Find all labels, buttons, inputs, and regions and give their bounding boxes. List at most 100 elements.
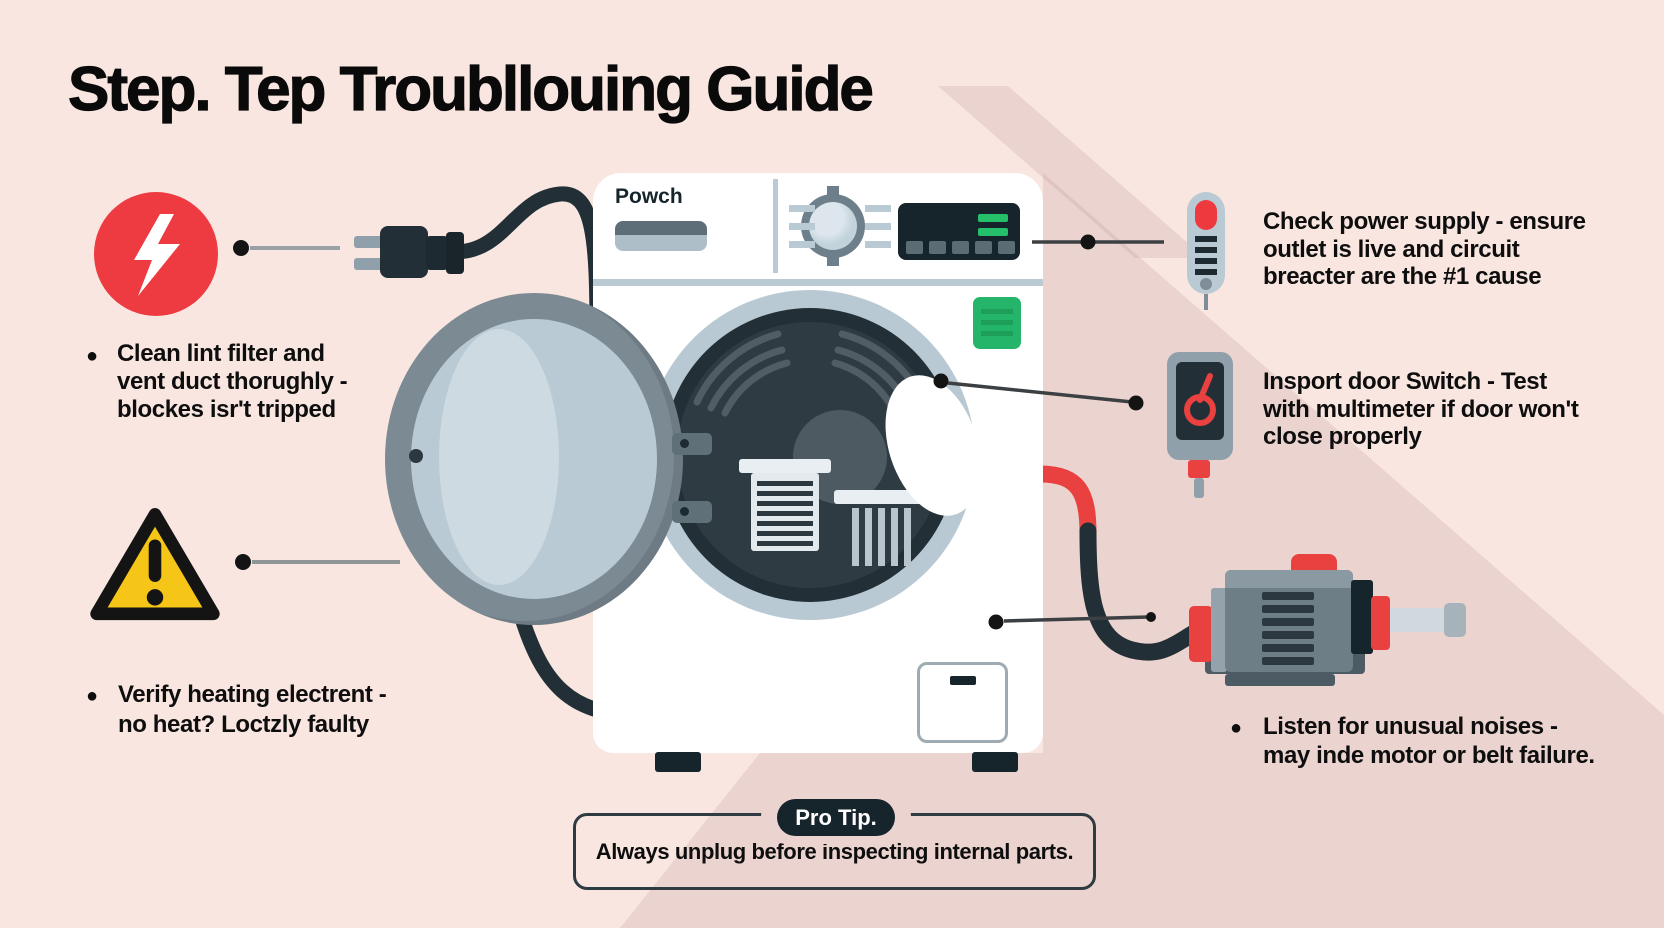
plug-prong-bottom [354, 258, 384, 270]
display-button [952, 241, 969, 254]
knob-dash [789, 241, 815, 248]
motor-coupler-red [1189, 606, 1213, 662]
thermometer-bulb [1200, 278, 1212, 290]
control-display [898, 203, 1020, 260]
filter-stripe [757, 481, 813, 486]
text-line: with multimeter if door won't [1263, 395, 1579, 423]
filter-stripe [757, 541, 813, 546]
filter-slat [865, 508, 872, 566]
thermometer-dash [1195, 258, 1217, 264]
step-text-power-supply: Check power supply - ensure outlet is li… [1263, 208, 1586, 291]
filter-slat [852, 508, 859, 566]
text-line: vent duct thorughly - [117, 368, 348, 395]
text-line: Listen for unusual noises - [1263, 713, 1558, 740]
thermometer-dash [1195, 247, 1217, 253]
motor-shaft-ring [1371, 596, 1390, 650]
sticker-line [981, 309, 1013, 314]
text-line: breacter are the #1 cause [1263, 263, 1542, 290]
plug-ridge [446, 232, 464, 274]
door-glass-highlight [439, 329, 559, 585]
filter-slat [904, 508, 911, 566]
thermometer-icon [1187, 192, 1225, 294]
filter-slat [891, 508, 898, 566]
filter-stripe [757, 531, 813, 536]
step-text-door-switch: Insport door Switch - Test with multimet… [1263, 368, 1579, 451]
motor-front-plate [1211, 588, 1227, 672]
filter-access-drawer [917, 662, 1008, 743]
display-button [975, 241, 992, 254]
thermometer-stem [1204, 294, 1208, 310]
hinge-pin [680, 439, 689, 448]
door-hinge-bottom [672, 501, 712, 523]
lint-filter-cap [739, 459, 831, 473]
hinge-pin [680, 507, 689, 516]
motor-fin [1262, 592, 1314, 600]
bullet-dot: ● [86, 685, 99, 707]
plug-prong-top [354, 236, 384, 248]
filter-stripe [757, 491, 813, 496]
door-hinge-top [672, 433, 712, 455]
plug-body [380, 226, 428, 278]
door-latch-dot [409, 449, 423, 463]
step-text-heating-element: Verify heating electrent - no heat? Loct… [118, 680, 387, 740]
text-line: Clean lint filter and [117, 340, 325, 367]
motor-end-block [1351, 580, 1373, 654]
washer-door-glass [411, 319, 657, 599]
page-title: Step. Tep Troubllouing Guide [67, 54, 874, 124]
motor-fin [1262, 605, 1314, 613]
knob-dash [865, 223, 891, 230]
filter-stripe [757, 511, 813, 516]
bullet-dot: ● [1230, 717, 1243, 739]
motor-fin [1262, 657, 1314, 665]
text-line: blockes isr't tripped [117, 396, 336, 423]
filter-slat [878, 508, 885, 566]
drawer-handle [950, 676, 976, 685]
text-line: Insport door Switch - Test [1263, 368, 1547, 395]
display-button [929, 241, 946, 254]
lightning-bolt-glyph [134, 214, 180, 296]
brand-label: Powch [615, 185, 683, 208]
text-line: close properly [1263, 423, 1422, 450]
motor-fin [1262, 618, 1314, 626]
knob-dash [789, 223, 815, 230]
lint-filter-striped [751, 473, 819, 551]
multimeter-reading-glyph [1184, 373, 1216, 426]
lint-filter-cap [834, 490, 932, 504]
sticker-line [981, 320, 1013, 325]
pro-tip-badge: Pro Tip. [777, 799, 895, 836]
multimeter-probe-plug [1188, 460, 1210, 478]
sticker-line [981, 331, 1013, 336]
panel-divider [773, 179, 778, 273]
program-knob-face [809, 202, 857, 250]
detergent-drawer [615, 221, 707, 251]
motor-icon [1225, 570, 1353, 672]
display-green-line [978, 228, 1008, 236]
text-line: Check power supply - ensure [1263, 208, 1586, 235]
text-line: Verify heating electrent - [118, 681, 387, 708]
bullet-dot: ● [86, 345, 99, 367]
text-line: may inde motor or belt failure. [1263, 742, 1595, 769]
filter-stripe [757, 501, 813, 506]
multimeter-icon [1167, 352, 1233, 460]
washer-foot-left [655, 752, 701, 772]
panel-bottom-trim [593, 279, 1043, 286]
knob-dash [789, 205, 815, 212]
washer-foot-right [972, 752, 1018, 772]
motor-body-highlight [1225, 570, 1353, 588]
lint-filter-slatted [846, 504, 920, 572]
filter-stripe [757, 521, 813, 526]
multimeter-probe-stub [1194, 478, 1204, 498]
motor-mount-foot [1225, 674, 1335, 686]
motor-fin [1262, 644, 1314, 652]
display-button [906, 241, 923, 254]
plug-neck [426, 236, 448, 270]
thermometer-dash [1195, 269, 1217, 275]
text-line: outlet is live and circuit [1263, 235, 1520, 263]
text-line: no heat? Loctzly faulty [118, 711, 369, 738]
multimeter-screen [1176, 362, 1224, 440]
motor-fin [1262, 631, 1314, 639]
display-green-line [978, 214, 1008, 222]
motor-shaft [1390, 608, 1446, 632]
lightning-icon [94, 192, 218, 316]
